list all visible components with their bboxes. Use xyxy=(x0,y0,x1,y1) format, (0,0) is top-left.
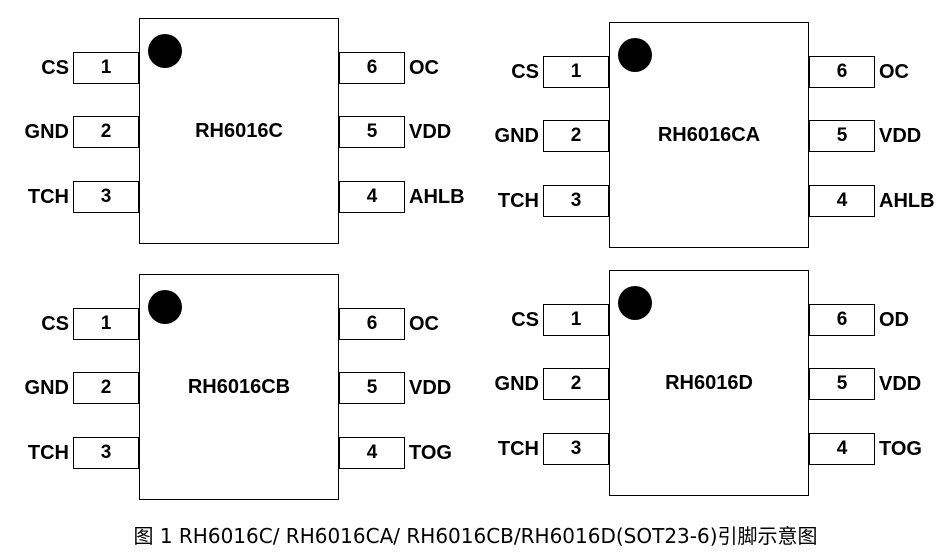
pin-box: 5 xyxy=(809,120,875,152)
pin-label: VDD xyxy=(879,125,922,147)
pin-label: GND xyxy=(24,377,69,399)
pin-label: AHLB xyxy=(879,190,935,212)
pin-box: 6 xyxy=(339,52,405,84)
pin-label: TOG xyxy=(879,438,922,460)
pin-label: OC xyxy=(409,57,439,79)
part-number: RH6016D xyxy=(665,372,753,394)
pin-label: VDD xyxy=(409,121,452,143)
pin-label: GND xyxy=(494,125,539,147)
pin-label: VDD xyxy=(879,373,922,395)
pin-label: AHLB xyxy=(409,186,465,208)
pin-box: 1 xyxy=(543,56,609,88)
pin-label: TCH xyxy=(497,190,539,212)
pin1-indicator-dot xyxy=(148,290,182,324)
pin1-indicator-dot xyxy=(148,34,182,68)
pin-label: GND xyxy=(24,121,69,143)
pin-label: TCH xyxy=(27,442,69,464)
pin-label: GND xyxy=(494,373,539,395)
pin-box: 3 xyxy=(543,185,609,217)
pin-label: VDD xyxy=(409,377,452,399)
pin-box: 6 xyxy=(339,308,405,340)
pin-label: OD xyxy=(879,309,909,331)
pin1-indicator-dot xyxy=(618,286,652,320)
pin-label: CS xyxy=(511,309,539,331)
pin-box: 4 xyxy=(339,437,405,469)
pin-label: TCH xyxy=(27,186,69,208)
pin-label: OC xyxy=(409,313,439,335)
pin-label: CS xyxy=(41,313,69,335)
pin-box: 6 xyxy=(809,56,875,88)
pin-label: CS xyxy=(511,61,539,83)
part-number: RH6016CA xyxy=(657,124,761,146)
pin-box: 4 xyxy=(809,433,875,465)
pin-box: 3 xyxy=(543,433,609,465)
pin-box: 3 xyxy=(73,181,139,213)
figure-caption: 图 1 RH6016C/ RH6016CA/ RH6016CB/RH6016D(… xyxy=(133,524,818,548)
pin-label: TOG xyxy=(409,442,452,464)
pin-box: 5 xyxy=(339,116,405,148)
pin-box: 5 xyxy=(339,372,405,404)
pin-label: TCH xyxy=(497,438,539,460)
pin-box: 2 xyxy=(73,372,139,404)
pin1-indicator-dot xyxy=(618,38,652,72)
part-number: RH6016CB xyxy=(187,376,291,398)
pin-box: 1 xyxy=(543,304,609,336)
pin-box: 4 xyxy=(339,181,405,213)
pin-box: 1 xyxy=(73,52,139,84)
pin-label: OC xyxy=(879,61,909,83)
pin-box: 6 xyxy=(809,304,875,336)
pin-box: 4 xyxy=(809,185,875,217)
pin-box: 2 xyxy=(73,116,139,148)
pin-box: 1 xyxy=(73,308,139,340)
pin-box: 3 xyxy=(73,437,139,469)
pin-label: CS xyxy=(41,57,69,79)
part-number: RH6016C xyxy=(195,120,283,142)
pin-box: 2 xyxy=(543,368,609,400)
pin-box: 2 xyxy=(543,120,609,152)
pin-box: 5 xyxy=(809,368,875,400)
